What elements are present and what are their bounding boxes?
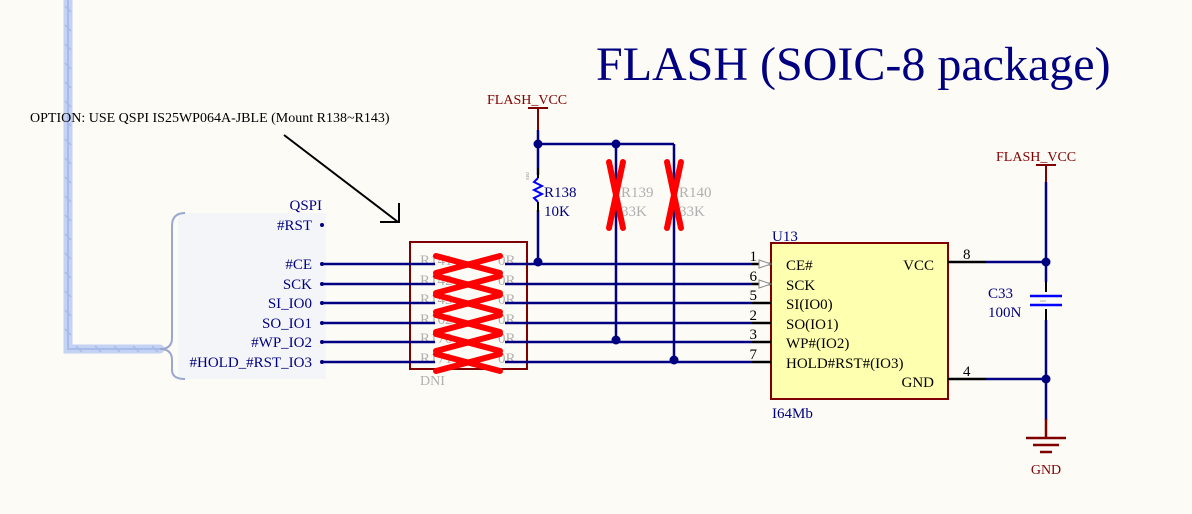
harness-pin-label: SI_IO0 (268, 296, 312, 312)
junction-dot (533, 139, 543, 149)
ic-pin-number: 2 (750, 308, 758, 324)
ic-pin-6[interactable] (752, 279, 773, 289)
ic-pin-number: 8 (963, 247, 971, 263)
flash-vcc-right-label: FLASH_VCC (996, 150, 1076, 165)
ic-pin-name: SCK (786, 278, 815, 294)
c33-designator: C33 (988, 286, 1013, 302)
flash-vcc-top-label: FLASH_VCC (487, 93, 567, 108)
junction-dot (1041, 374, 1051, 384)
option-note: OPTION: USE QSPI IS25WP064A-JBLE (Mount … (30, 111, 390, 126)
junction-dot (611, 335, 621, 345)
junction-dot (611, 139, 621, 149)
ic-pin-name: WP#(IO2) (786, 336, 849, 352)
harness-pin-label: SCK (283, 277, 312, 293)
ic-designator: U13 (772, 229, 798, 245)
capacitor-c33[interactable] (1030, 294, 1062, 307)
harness-pin-label: SO_IO1 (262, 316, 312, 332)
dni-cross (433, 331, 503, 354)
resistor-array-box[interactable] (409, 241, 528, 370)
dni-cross (433, 351, 503, 374)
ic-pin-number: 1 (750, 249, 758, 265)
junction-dot (533, 257, 543, 267)
qspi-harness[interactable] (159, 212, 326, 380)
resistor-r138[interactable]: 0402 (525, 168, 545, 212)
ic-pin-number: 3 (750, 327, 758, 343)
dni-cross (433, 292, 503, 315)
gnd-label: GND (1031, 463, 1061, 478)
r138-designator: R138 (544, 185, 577, 201)
ic-pin-name: VCC (903, 258, 934, 274)
ic-pin-number: 6 (750, 269, 758, 285)
ic-pin-name: CE# (786, 258, 813, 274)
sheet-title: FLASH (SOIC-8 package) (596, 38, 1111, 91)
c33-value: 100N (988, 305, 1022, 321)
dni-cross (433, 273, 503, 296)
ic-pin-number: 7 (750, 347, 758, 363)
junction-dot (669, 355, 679, 365)
harness-pin-dot[interactable] (320, 223, 324, 227)
note-arrow (283, 134, 400, 223)
r139-designator: R139 (621, 185, 654, 201)
bus-line[interactable] (63, 0, 165, 354)
harness-pin-label: #RST (277, 218, 312, 234)
flash-vcc-right-symbol (1036, 164, 1056, 182)
dni-cross-r140 (664, 159, 684, 231)
ic-pin-number: 5 (750, 288, 758, 304)
harness-name: QSPI (289, 198, 322, 214)
harness-pin-label: #WP_IO2 (251, 335, 312, 351)
dni-cross (433, 253, 503, 276)
ic-pin-1[interactable] (752, 259, 773, 269)
flash-vcc-top-symbol (528, 107, 548, 130)
svg-text:0402: 0402 (525, 172, 530, 180)
dni-cross (433, 312, 503, 335)
dni-label: DNI (420, 374, 445, 389)
harness-pin-label: #HOLD_#RST_IO3 (190, 355, 313, 371)
ic-u13-body[interactable] (770, 242, 949, 400)
r140-value: 33K (679, 204, 705, 220)
ic-value: I64Mb (772, 406, 813, 422)
vcc-pullup-rail[interactable] (536, 130, 676, 360)
ic-pin-name: SO(IO1) (786, 317, 839, 333)
ic-pin-name: HOLD#RST#(IO3) (786, 356, 904, 372)
r140-designator: R140 (679, 185, 712, 201)
dni-cross-r139 (606, 159, 626, 231)
ic-pin-number: 4 (963, 364, 971, 380)
r139-value: 33K (621, 204, 647, 220)
input-arrow-icon (758, 259, 773, 269)
svg-text:0402: 0402 (1040, 299, 1047, 303)
input-arrow-icon (758, 279, 773, 289)
harness-pin-label: #CE (285, 257, 312, 273)
r138-value: 10K (544, 204, 570, 220)
ic-pin-name: SI(IO0) (786, 297, 833, 313)
gnd-symbol (1026, 419, 1066, 454)
junction-dot (1041, 257, 1051, 267)
ic-pin-name: GND (902, 375, 935, 391)
